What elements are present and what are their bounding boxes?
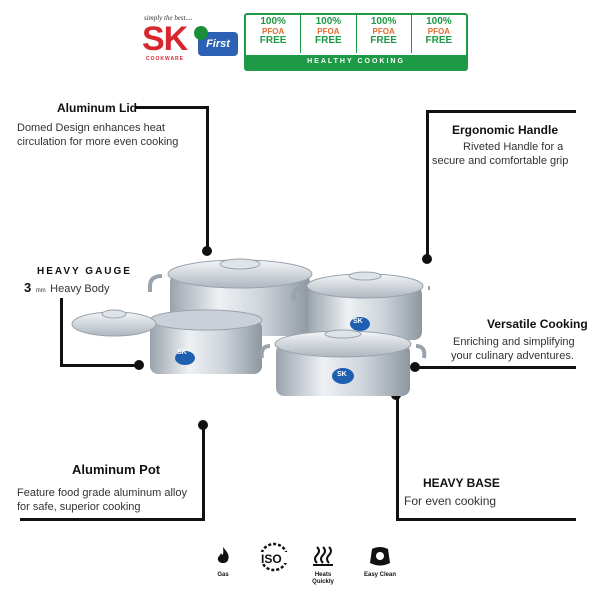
feature-label: Heats Quickly (312, 572, 334, 585)
versatile-desc-1: Enriching and simplifying (453, 336, 575, 348)
badge-chem: PFOA (262, 27, 285, 36)
badge-percent: 100% (370, 16, 397, 27)
badge-free: FREE (315, 35, 342, 46)
feature-label: Gas (217, 572, 229, 578)
gauge-callout-line (60, 364, 136, 367)
pot-title: Aluminum Pot (72, 462, 161, 477)
handle-callout-line-v (426, 110, 429, 258)
handle-desc-1: Riveted Handle for a (463, 141, 564, 153)
base-callout-line (396, 518, 576, 521)
badge-percent: 100% (315, 16, 342, 27)
cookware-set-image (71, 258, 430, 396)
first-badge: First (194, 26, 238, 56)
lid-desc-1: Domed Design enhances heat (17, 122, 165, 134)
handle-desc-2: secure and comfortable grip (432, 155, 569, 167)
pot-desc-1: Feature food grade aluminum alloy (17, 487, 187, 499)
pot-desc-2: for safe, superior cooking (17, 501, 141, 513)
badge-cell: 100% PFOA FREE (301, 15, 357, 53)
base-callout-line-v (396, 394, 399, 520)
pot-logo: SK (177, 349, 187, 356)
medium-pot (291, 271, 430, 340)
versatile-desc-2: your culinary adventures. (451, 350, 574, 362)
heat-waves-icon (313, 546, 333, 566)
badge-cell: 100% PFOA FREE (412, 15, 466, 53)
lid-desc-2: circulation for more even cooking (17, 136, 179, 148)
feature-heats-quickly: Heats Quickly (308, 545, 338, 586)
handle-callout-dot (422, 254, 432, 264)
badge-percent: 100% (260, 16, 286, 27)
brand-logo-text: SK (142, 20, 188, 58)
gauge-unit: mm (35, 288, 46, 294)
pot-callout-line-v (202, 424, 205, 520)
badge-percent: 100% (426, 16, 452, 27)
gauge-title: HEAVY GAUGE (37, 266, 132, 277)
badge-footer: HEALTHY COOKING (246, 55, 466, 69)
gauge-desc: Heavy Body (50, 283, 110, 295)
feature-label: Easy Clean (363, 572, 397, 578)
feature-iso: ISO (255, 542, 293, 577)
front-pot (259, 329, 427, 396)
versatile-title: Versatile Cooking (487, 317, 588, 331)
feature-gas: Gas (208, 545, 238, 579)
feature-easy-clean: Easy Clean (362, 545, 398, 579)
handle-callout-line (426, 110, 576, 113)
pot-callout-line (20, 518, 205, 521)
badge-chem: PFOA (427, 27, 450, 36)
lid-callout-dot (202, 246, 212, 256)
gauge-number: 3 (24, 280, 32, 295)
base-title: HEAVY BASE (423, 476, 500, 490)
badge-cell: 100% PFOA FREE (357, 15, 412, 53)
base-desc: For even cooking (404, 494, 497, 508)
gauge-callout-line-v (60, 298, 63, 366)
badge-free: FREE (370, 35, 397, 46)
handle-title: Ergonomic Handle (452, 123, 559, 137)
clean-icon (370, 547, 390, 566)
badge-chem: PFOA (317, 27, 340, 36)
small-open-pot (71, 309, 263, 374)
pot-logo: SK (353, 318, 363, 325)
gauge-spec: 3 mm Heavy Body (24, 279, 109, 297)
brand-subtitle: COOKWARE (146, 56, 184, 62)
flame-icon (217, 547, 229, 563)
iso-icon (258, 542, 290, 572)
lid-title: Aluminum Lid (57, 101, 137, 115)
lid-callout-line (136, 106, 208, 109)
badge-free: FREE (259, 35, 287, 46)
versatile-callout-line (414, 366, 576, 369)
brand-tagline: simply the best.... (144, 14, 193, 22)
pfoa-free-badge: 100% PFOA FREE 100% PFOA FREE 100% PFOA … (244, 13, 468, 71)
iso-label: ISO (261, 552, 282, 566)
lid-callout-line-v (206, 106, 209, 250)
badge-chem: PFOA (372, 27, 395, 36)
badge-free: FREE (425, 35, 453, 46)
pot-logo: SK (337, 371, 347, 378)
badge-cell: 100% PFOA FREE (246, 15, 302, 53)
gauge-callout-dot (134, 360, 144, 370)
brand-logo: simply the best.... SK COOKWARE First (128, 14, 244, 64)
